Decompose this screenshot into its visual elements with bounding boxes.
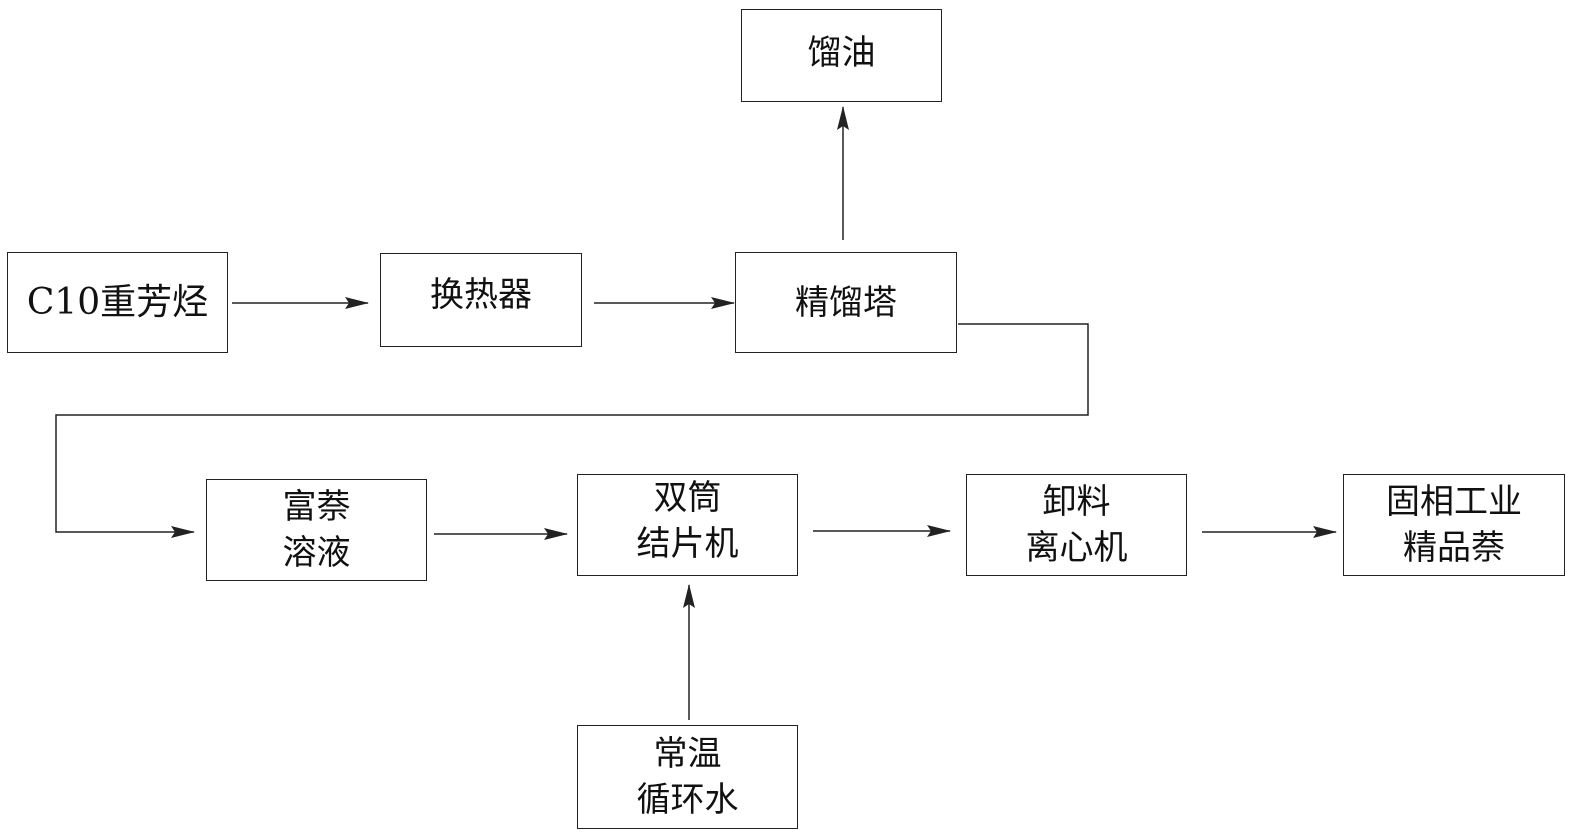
node-label: C10重芳烃	[26, 281, 209, 323]
node-label-line-2: 精品萘	[1403, 528, 1505, 568]
node-label-line-1: 固相工业	[1386, 482, 1522, 522]
node-label-line-2: 循环水	[636, 780, 739, 820]
node-label-line-1: 卸料	[1042, 482, 1111, 522]
node-label-line-2: 离心机	[1025, 528, 1128, 568]
node-naphthalene-rich-solution: 富萘 溶液	[206, 479, 427, 581]
node-cooling-water: 常温 循环水	[577, 725, 798, 829]
node-drum-flaker: 双筒 结片机	[577, 474, 798, 576]
node-label-line-1: 富萘	[282, 487, 351, 527]
node-c10-feed: C10重芳烃	[7, 252, 228, 353]
node-label: 换热器	[430, 275, 532, 315]
node-label: 馏油	[807, 33, 876, 73]
node-label: 精馏塔	[795, 282, 897, 323]
node-label-line-1: 双筒	[653, 478, 722, 518]
node-label-line-2: 溶液	[282, 533, 351, 573]
node-discharge-centrifuge: 卸料 离心机	[966, 474, 1187, 576]
arrow-column-to-rich-solution	[55, 323, 1089, 538]
node-refined-naphthalene: 固相工业 精品萘	[1343, 474, 1565, 576]
node-rectifying-column: 精馏塔	[735, 252, 957, 353]
node-label-line-2: 结片机	[636, 524, 739, 564]
node-label-line-1: 常温	[653, 734, 722, 774]
node-heat-exchanger: 换热器	[380, 253, 582, 347]
node-distillate-oil: 馏油	[741, 9, 942, 102]
